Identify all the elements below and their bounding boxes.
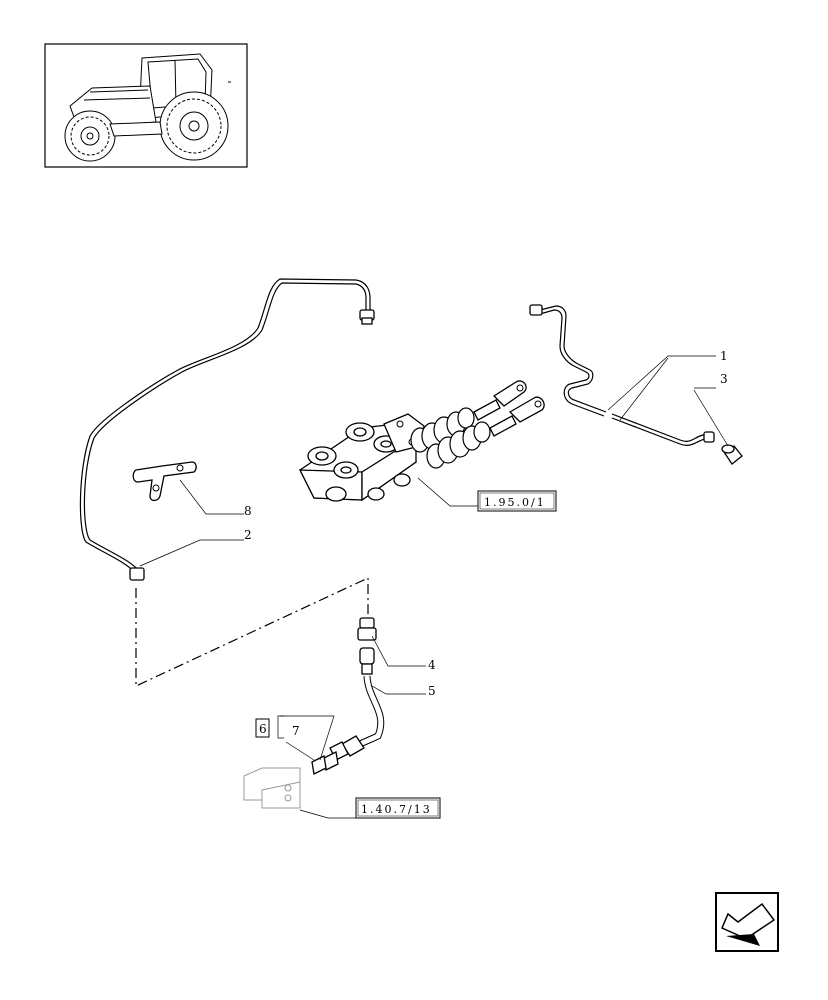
pipe-end-cap xyxy=(721,444,743,465)
callout-6: 6 xyxy=(259,722,267,736)
ref-valve-block-text: 1.40.7/13 xyxy=(361,803,432,816)
pipe-fitting-bottom xyxy=(129,567,145,581)
tractor-icon xyxy=(64,53,231,162)
tractor-thumbnail xyxy=(44,43,248,168)
leader-lines xyxy=(139,355,729,819)
callout-7: 7 xyxy=(292,724,300,738)
callout-2: 2 xyxy=(244,528,252,542)
callout-6-box: 6 xyxy=(255,718,270,738)
callout-5: 5 xyxy=(428,684,436,698)
callout-4: 4 xyxy=(428,658,436,672)
pipe-fitting-top xyxy=(359,309,375,325)
ref-master-cylinder-text: 1.95.0/1 xyxy=(484,496,546,509)
valve-block xyxy=(243,767,301,809)
previous-page-arrow-icon[interactable] xyxy=(715,892,779,952)
connection-line xyxy=(135,577,369,687)
callout-8: 8 xyxy=(244,504,252,518)
pipe-clip-bracket xyxy=(132,461,197,502)
brake-pipe-right xyxy=(529,304,715,446)
callout-1: 1 xyxy=(720,349,728,363)
ref-box-valve-block[interactable]: 1.40.7/13 xyxy=(355,797,441,819)
callout-3: 3 xyxy=(720,372,728,386)
ref-box-master-cylinder[interactable]: 1.95.0/1 xyxy=(477,490,557,512)
brake-hose-assembly xyxy=(311,617,385,775)
brake-pipe-long xyxy=(83,282,367,571)
brake-master-cylinder xyxy=(298,380,545,502)
